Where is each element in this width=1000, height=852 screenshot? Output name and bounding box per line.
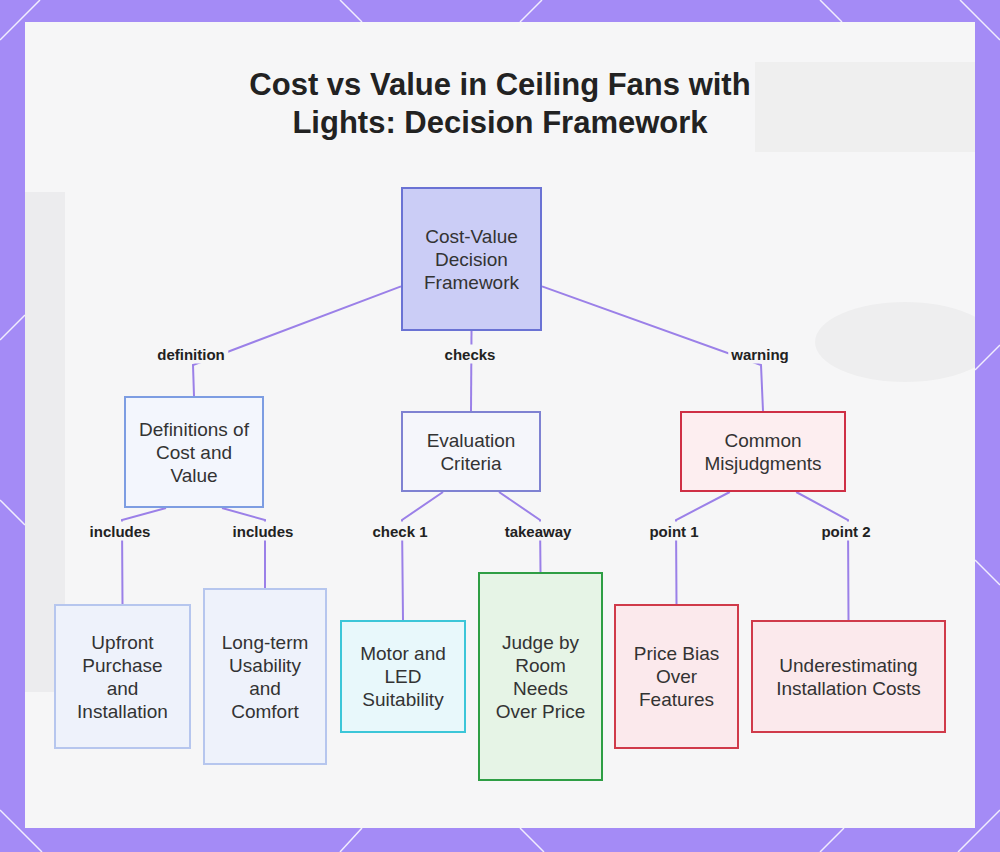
edge-label: includes: [87, 522, 154, 541]
node-text-group: Judge by Room Needs Over Price: [490, 631, 591, 723]
connector-line: [193, 286, 401, 396]
category-box: Definitions of Cost and Value: [124, 396, 264, 508]
leaf-box: Long-term Usability and Comfort: [203, 588, 327, 765]
node-text: Common Misjudgments: [692, 429, 834, 475]
edge-label: point 2: [818, 522, 873, 541]
node-text: Price Bias Over Features: [626, 642, 727, 711]
node-text-group: Motor and LED Suitability: [352, 642, 454, 711]
edge-label: point 1: [646, 522, 701, 541]
node-text-group: Long-term Usability and Comfort: [215, 631, 315, 723]
edge-label: includes: [230, 522, 297, 541]
node-text-group: Upfront Purchase and Installation: [66, 631, 179, 723]
node-text-group: Evaluation Criteria: [413, 429, 529, 475]
root-box: Cost-Value Decision Framework: [401, 187, 542, 331]
edge-label: takeaway: [502, 522, 575, 541]
node-text: Underestimating Installation Costs: [763, 654, 934, 700]
node-text: Upfront Purchase and Installation: [66, 631, 179, 723]
connector-line: [222, 508, 265, 588]
edge-label: checks: [442, 345, 499, 364]
criteria-box: Motor and LED Suitability: [340, 620, 466, 733]
node-text-group: Underestimating Installation Costs: [763, 654, 934, 700]
node-text-group: Definitions of Cost and Value: [136, 418, 252, 487]
warning-box: Common Misjudgments: [680, 411, 846, 492]
takeaway-box: Judge by Room Needs Over Price: [478, 572, 603, 781]
edge-label: definition: [154, 345, 228, 364]
node-text: Cost-Value Decision Framework: [413, 225, 530, 294]
leaf-box: Upfront Purchase and Installation: [54, 604, 191, 749]
edge-label: warning: [728, 345, 792, 364]
node-text: Evaluation Criteria: [413, 429, 529, 475]
connector-line: [471, 331, 473, 411]
connector-line: [676, 492, 730, 604]
node-text: Judge by Room Needs Over Price: [490, 631, 591, 723]
connector-line: [402, 492, 443, 620]
node-text-group: Price Bias Over Features: [626, 642, 727, 711]
node-text: Definitions of Cost and Value: [136, 418, 252, 487]
node-text-group: Common Misjudgments: [692, 429, 834, 475]
node-text: Long-term Usability and Comfort: [215, 631, 315, 723]
node-text-group: Cost-Value Decision Framework: [413, 225, 530, 294]
diagram-title: Cost vs Value in Ceiling Fans with Light…: [200, 66, 800, 142]
connector-line: [796, 492, 848, 620]
misjudgment-box: Underestimating Installation Costs: [751, 620, 946, 733]
edge-label: check 1: [369, 522, 430, 541]
category-box: Evaluation Criteria: [401, 411, 541, 492]
node-text: Motor and LED Suitability: [352, 642, 454, 711]
misjudgment-box: Price Bias Over Features: [614, 604, 739, 749]
